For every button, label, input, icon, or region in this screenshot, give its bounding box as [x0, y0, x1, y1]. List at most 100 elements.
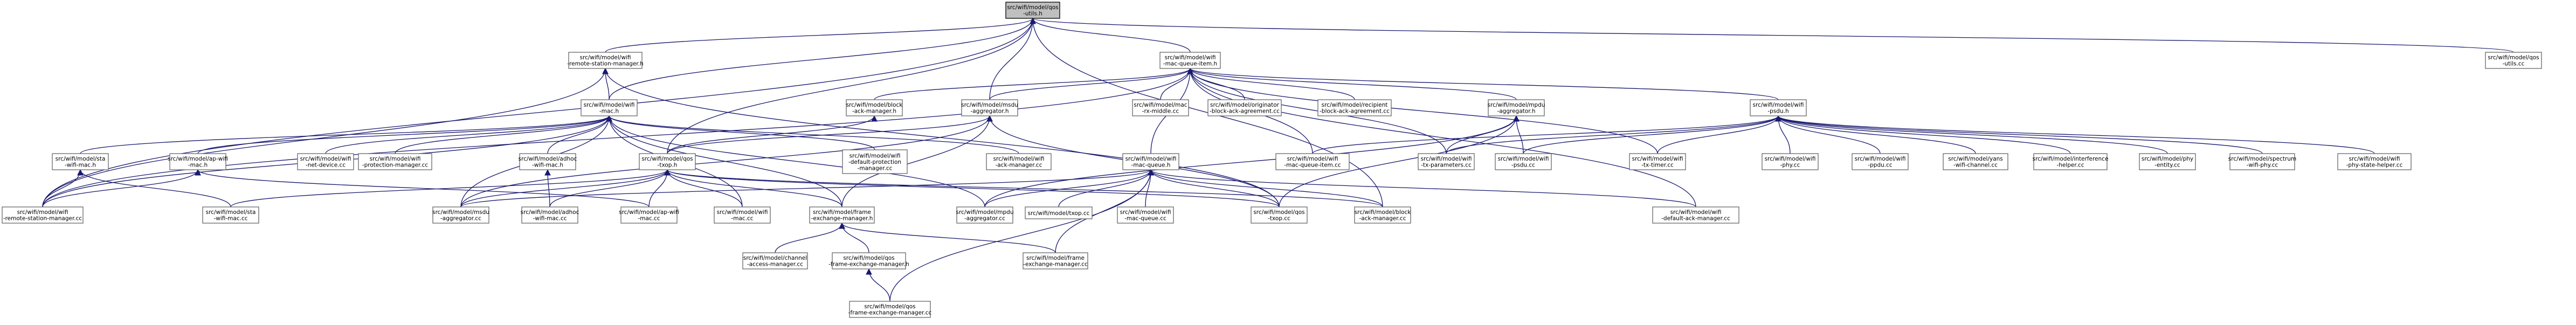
file-node-label: -tx-parameters.cc — [1421, 162, 1472, 169]
file-node-adhoc-wifi-mac-cc[interactable]: src/wifi/model/adhoc-wifi-mac.cc — [521, 206, 579, 224]
file-node-label: -utils.h — [1023, 11, 1042, 17]
file-node-yans-wifi-channel-cc[interactable]: src/wifi/model/yans-wifi-channel.cc — [1943, 153, 2008, 170]
file-node-wifi-mac-queue-h[interactable]: src/wifi/model/wifi-mac-queue.h — [1122, 153, 1179, 170]
include-edge-wifi_ack_manager_cc-to-wifi_mac_h — [606, 115, 1019, 154]
file-node-phy-entity-cc[interactable]: src/wifi/model/phy-entity.cc — [2139, 153, 2196, 170]
file-node-box — [519, 153, 576, 170]
file-node-mpdu-aggregator-h[interactable]: src/wifi/model/mpdu-aggregator.h — [1488, 99, 1545, 116]
file-node-label: -mac-queue-item.h — [1163, 61, 1217, 67]
file-node-mac-queue-item-h[interactable]: src/wifi/model/wifi-mac-queue-item.h — [1159, 52, 1221, 69]
file-node-label: src/wifi/model/qos — [641, 156, 693, 162]
file-node-label: -exchange-manager.h — [811, 216, 873, 222]
file-node-wifi-psdu-h[interactable]: src/wifi/model/wifi-psdu.h — [1750, 99, 1807, 116]
file-node-mpdu-aggregator-cc[interactable]: src/wifi/model/mpdu-aggregator.cc — [956, 206, 1014, 224]
file-node-wifi-default-protection-manager-cc[interactable]: src/wifi/model/wifi-default-protection-m… — [842, 149, 908, 174]
file-node-box — [961, 99, 1018, 116]
include-edge-wifi_protection_manager_cc-to-wifi_mac_h — [395, 115, 612, 154]
include-edge-wifi_remote_station_manager_cc-to-mac_queue_item_h — [42, 67, 1193, 208]
file-node-mac-rx-middle-cc[interactable]: src/wifi/model/mac-rx-middle.cc — [1132, 99, 1189, 116]
include-edge-frame_exchange_manager_cc-to-frame_exchange_manager_h — [839, 222, 1056, 253]
file-node-wifi-ppdu-cc[interactable]: src/wifi/model/wifi-ppdu.cc — [1852, 153, 1909, 170]
file-node-block-ack-manager-h[interactable]: src/wifi/model/block-ack-manager.h — [846, 99, 903, 116]
file-node-utils-h: src/wifi/model/qos-utils.h — [1005, 2, 1060, 19]
file-node-originator-block-ack-cc[interactable]: src/wifi/model/originator-block-ack-agre… — [1207, 99, 1282, 116]
file-node-label: src/wifi/model/recipient — [1322, 102, 1388, 108]
include-edge-wifi_tx_timer_cc-to-wifi_psdu_h — [1657, 115, 1781, 154]
file-node-label: src/wifi/model/qos — [1253, 209, 1304, 216]
file-node-label: src/wifi/model/mac — [1134, 102, 1187, 108]
file-node-label: -net-device.cc — [306, 162, 346, 169]
include-edge-frame_exchange_manager_h-to-msdu_aggregator_h — [841, 115, 993, 208]
include-edge-phy_entity_cc-to-wifi_psdu_h — [1775, 115, 2168, 154]
file-node-wifi-mac-queue-cc[interactable]: src/wifi/model/wifi-mac-queue.cc — [1117, 206, 1174, 224]
file-node-box — [169, 153, 226, 170]
file-node-adhoc-wifi-mac-h[interactable]: src/wifi/model/adhoc-wifi-mac.h — [519, 153, 577, 170]
file-node-label: -block-ack-agreement.cc — [1210, 108, 1280, 115]
file-node-channel-access-manager-cc[interactable]: src/wifi/model/channel-access-manager.cc — [742, 252, 808, 269]
file-node-box — [809, 206, 875, 224]
file-node-recipient-block-ack-cc[interactable]: src/wifi/model/recipient-block-ack-agree… — [1317, 99, 1392, 116]
file-node-label: -phy.cc — [1780, 162, 1800, 169]
file-node-box — [620, 206, 678, 224]
file-node-ap-wifi-mac-h[interactable]: src/wifi/model/ap-wifi-mac.h — [168, 153, 228, 170]
file-node-frame-exchange-manager-h[interactable]: src/wifi/model/frame-exchange-manager.h — [809, 206, 875, 224]
file-node-frame-exchange-manager-cc[interactable]: src/wifi/model/frame-exchange-manager.cc — [1023, 252, 1088, 269]
file-node-qos-frame-exchange-manager-h[interactable]: src/wifi/model/qos-frame-exchange-manage… — [828, 252, 909, 269]
file-node-box — [1023, 252, 1088, 269]
file-node-label: src/wifi/model/wifi — [580, 54, 631, 61]
file-node-block-ack-manager-cc[interactable]: src/wifi/model/block-ack-manager.cc — [1354, 206, 1412, 224]
include-edge-wifi_default_ack_manager_cc-to-mac_queue_item_h — [1187, 67, 1696, 208]
file-node-box — [1122, 153, 1179, 170]
file-node-label: src/wifi/model/mpdu — [1488, 102, 1545, 108]
file-node-wifi-phy-state-helper-cc[interactable]: src/wifi/model/wifi-phy-state-helper.cc — [2337, 153, 2412, 170]
file-node-remote-station-manager-h[interactable]: src/wifi/model/wifi-remote-station-manag… — [567, 52, 644, 69]
file-node-ap-wifi-mac-cc[interactable]: src/wifi/model/ap-wifi-mac.cc — [619, 206, 679, 224]
file-node-label: src/wifi/model/qos — [864, 303, 915, 310]
file-node-interference-helper-cc[interactable]: src/wifi/model/interference-helper.cc — [2033, 153, 2109, 170]
file-node-msdu-aggregator-h[interactable]: src/wifi/model/msdu-aggregator.h — [961, 99, 1018, 116]
include-edge-adhoc_wifi_mac_cc-to-qos_txop_h — [549, 169, 671, 208]
file-node-msdu-aggregator-cc[interactable]: src/wifi/model/msdu-aggregator.cc — [432, 206, 489, 224]
file-node-sta-wifi-mac-h[interactable]: src/wifi/model/sta-wifi-mac.h — [52, 153, 109, 170]
file-node-label: -wifi-phy.cc — [2247, 162, 2278, 169]
file-node-label: -wifi-mac.cc — [213, 216, 247, 222]
include-edge-sta_wifi_mac_h-to-wifi_mac_h — [80, 115, 612, 154]
file-node-wifi-default-ack-manager-cc[interactable]: src/wifi/model/wifi-default-ack-manager.… — [1652, 206, 1739, 224]
file-node-wifi-ack-manager-cc[interactable]: src/wifi/model/wifi-ack-manager.cc — [986, 153, 1052, 170]
file-node-wifi-protection-manager-cc[interactable]: src/wifi/model/wifi-protection-manager.c… — [358, 153, 432, 170]
include-edge-wifi_remote_station_manager_cc-to-remote_station_manager_h — [42, 67, 609, 208]
file-node-qos-txop-cc[interactable]: src/wifi/model/qos-txop.cc — [1251, 206, 1308, 224]
file-node-label: -mac-queue-item.cc — [1284, 162, 1341, 169]
file-node-wifi-net-device-cc[interactable]: src/wifi/model/wifi-net-device.cc — [297, 153, 354, 170]
file-node-utils-cc[interactable]: src/wifi/model/qos-utils.cc — [2485, 52, 2542, 69]
file-node-box — [2485, 52, 2542, 69]
file-node-sta-wifi-mac-cc[interactable]: src/wifi/model/sta-wifi-mac.cc — [202, 206, 259, 224]
file-node-label: src/wifi/model/wifi — [993, 156, 1045, 162]
file-node-label: src/wifi/model/block — [1355, 209, 1412, 216]
file-node-wifi-mac-h[interactable]: src/wifi/model/wifi-mac.h — [581, 99, 638, 116]
file-node-qos-frame-exchange-manager-cc[interactable]: src/wifi/model/qos-frame-exchange-manage… — [848, 301, 932, 318]
file-node-label: src/wifi/model/msdu — [432, 209, 489, 216]
file-node-wifi-phy-cc[interactable]: src/wifi/model/wifi-phy.cc — [1762, 153, 1819, 170]
file-node-box — [1750, 99, 1807, 116]
file-node-label: src/wifi/model/wifi — [1120, 209, 1171, 216]
file-node-wifi-tx-timer-cc[interactable]: src/wifi/model/wifi-tx-timer.cc — [1629, 153, 1686, 170]
file-node-box — [52, 153, 109, 170]
file-node-txop-cc[interactable]: src/wifi/model/txop.cc — [1025, 206, 1093, 219]
file-node-spectrum-wifi-phy-cc[interactable]: src/wifi/model/spectrum-wifi-phy.cc — [2228, 153, 2296, 170]
file-node-label: -wifi-channel.cc — [1953, 162, 1998, 169]
file-node-wifi-psdu-cc[interactable]: src/wifi/model/wifi-psdu.cc — [1495, 153, 1552, 170]
include-edge-wifi_mac_h-to-remote_station_manager_h — [602, 67, 610, 100]
file-node-wifi-mac-queue-item-cc[interactable]: src/wifi/model/wifi-mac-queue-item.cc — [1275, 153, 1350, 170]
include-edge-mac_queue_item_h-to-utils_h — [1030, 17, 1191, 53]
file-node-wifi-mac-cc[interactable]: src/wifi/model/wifi-mac.cc — [714, 206, 771, 224]
file-node-label: -rx-middle.cc — [1142, 108, 1179, 115]
file-node-label: -ppdu.cc — [1868, 162, 1893, 169]
include-edge-utils_cc-to-utils_h — [1030, 17, 2514, 53]
file-node-wifi-remote-station-manager-cc[interactable]: src/wifi/model/wifi-remote-station-manag… — [2, 206, 84, 224]
include-edge-wifi_ppdu_cc-to-wifi_psdu_h — [1775, 115, 1881, 154]
include-edge-wifi_mac_h-to-utils_h — [609, 17, 1036, 100]
file-node-qos-txop-h[interactable]: src/wifi/model/qos-txop.h — [639, 153, 696, 170]
file-node-wifi-tx-parameters-cc[interactable]: src/wifi/model/wifi-tx-parameters.cc — [1418, 153, 1475, 170]
